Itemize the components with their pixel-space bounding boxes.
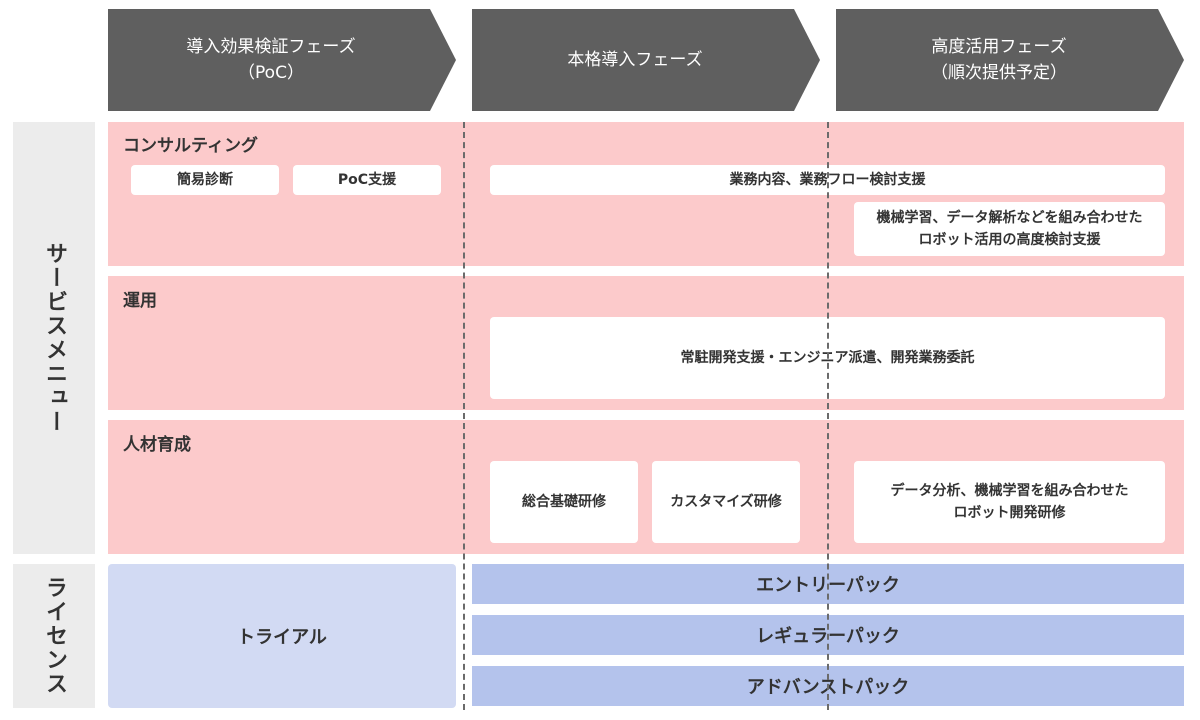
card-simple-diagnosis: 簡易診断 [131, 165, 279, 195]
phase-title: 高度活用フェーズ [931, 37, 1067, 57]
phase-subtitle: （PoC） [238, 63, 304, 83]
training-title: 人材育成 [123, 435, 191, 455]
card-line: ロボット開発研修 [953, 505, 1066, 521]
card-basic-training: 総合基礎研修 [490, 461, 638, 543]
phase-subtitle: （順次提供予定） [931, 63, 1067, 83]
side-label-service-menu: サービスメニュー [13, 122, 95, 554]
phase-arrow-advanced: 高度活用フェーズ （順次提供予定） [836, 9, 1184, 111]
license-trial: トライアル [108, 564, 456, 708]
side-label-license: ライセンス [13, 564, 95, 708]
phase-title: 導入効果検証フェーズ [186, 37, 356, 57]
arrow-shape [836, 9, 1184, 111]
card-line: 機械学習、データ解析などを組み合わせた [876, 210, 1143, 226]
card-line: データ分析、機械学習を組み合わせた [890, 483, 1129, 499]
arrow-shape [472, 9, 820, 111]
phase-arrow-poc: 導入効果検証フェーズ （PoC） [108, 9, 456, 111]
phase-divider-1 [463, 122, 465, 710]
phase-title: 本格導入フェーズ [567, 50, 703, 70]
arrow-shape [108, 9, 456, 111]
license-label: ライセンス [42, 576, 67, 696]
card-custom-training: カスタマイズ研修 [652, 461, 800, 543]
phase-arrow-full-adoption: 本格導入フェーズ [472, 9, 820, 111]
card-advanced-training: データ分析、機械学習を組み合わせた ロボット開発研修 [854, 461, 1165, 543]
card-poc-support: PoC支援 [293, 165, 441, 195]
card-line: ロボット活用の高度検討支援 [918, 232, 1101, 248]
phase-divider-2 [827, 122, 829, 710]
consulting-title: コンサルティング [123, 136, 258, 156]
operation-title: 運用 [123, 291, 157, 311]
service-menu-label: サービスメニュー [42, 242, 67, 434]
card-advanced-consulting: 機械学習、データ解析などを組み合わせた ロボット活用の高度検討支援 [854, 202, 1165, 256]
